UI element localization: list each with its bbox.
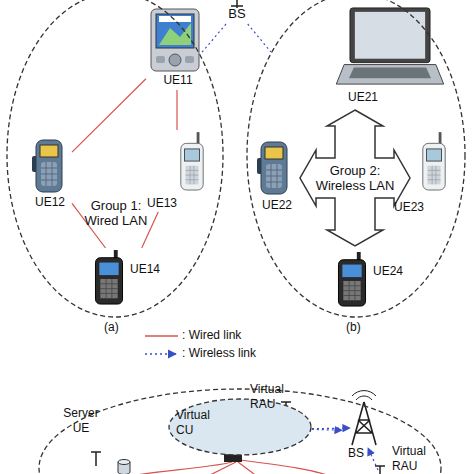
annotation-label: Virtual RAU xyxy=(392,444,442,474)
device-node: UE23 xyxy=(396,130,452,214)
ellipse-outline xyxy=(6,0,224,318)
wired-link xyxy=(176,90,177,130)
phone-icon xyxy=(32,140,62,192)
node-label: UE21 xyxy=(348,90,388,105)
wireless-link xyxy=(248,24,271,52)
node-label: UE11 xyxy=(150,73,206,88)
wired-link xyxy=(110,460,340,474)
wireless-link xyxy=(312,429,342,431)
phone-icon xyxy=(181,132,203,190)
group-label: Group 2: Wireless LAN xyxy=(305,163,405,193)
phone-icon xyxy=(257,142,287,194)
group-label: Virtual CU xyxy=(176,408,220,438)
rau-cylinder xyxy=(118,460,130,465)
device-node: UE11 xyxy=(146,6,208,90)
phone-icon xyxy=(95,250,122,304)
node-label: BS xyxy=(348,446,378,461)
device-node: UE22 xyxy=(254,138,302,214)
ellipse-border xyxy=(169,399,311,455)
group-label: Virtual RAU xyxy=(250,382,298,412)
group-ellipse: Group 1: Wired LAN UE11UE12 UE13UE14 xyxy=(6,0,224,318)
device-node: UE24 xyxy=(333,250,413,310)
node-label: UE12 xyxy=(28,195,72,210)
node-label: BS xyxy=(224,6,250,21)
device-node: UE14 xyxy=(90,248,166,308)
four-way-arrow xyxy=(300,110,410,246)
legend-text: : Wireless link xyxy=(182,346,272,361)
device-node: UE21 xyxy=(335,6,447,106)
pda-icon xyxy=(151,9,199,71)
laptop-icon xyxy=(336,8,443,84)
phone-icon xyxy=(338,252,365,306)
ellipse-outline xyxy=(246,0,466,318)
device-node: UE12 xyxy=(28,136,72,212)
legend-text: : Wired link xyxy=(182,328,272,343)
group-label: Server UE xyxy=(56,406,106,436)
annotation-label: (b) xyxy=(346,320,376,335)
node-label: UE24 xyxy=(373,264,409,279)
device-node: BS xyxy=(222,0,252,24)
wired-link xyxy=(72,79,146,152)
group-ellipse: Server UEVirtual CUVirtual RAUBS xyxy=(38,388,442,474)
node-label: UE23 xyxy=(394,200,428,215)
group-ellipse: Virtual CUVirtual RAU xyxy=(168,398,312,456)
device-node: UE13 xyxy=(146,130,208,212)
group-ellipse: Group 2: Wireless LAN UE21UE22 UE23UE24 xyxy=(246,0,466,318)
radio-waves xyxy=(352,391,376,400)
wireless-link xyxy=(201,24,226,54)
annotation-label: (a) xyxy=(104,320,134,335)
node-label: UE22 xyxy=(257,198,297,213)
device-node: BS xyxy=(342,400,386,462)
group-label: Group 1: Wired LAN xyxy=(74,198,158,228)
antenna-symbol xyxy=(375,466,385,474)
ellipse-border xyxy=(247,0,465,317)
node-label: UE14 xyxy=(130,262,166,277)
legend-sample xyxy=(145,335,178,336)
legend-sample xyxy=(145,353,176,354)
antenna-symbol xyxy=(91,452,101,466)
phone-icon xyxy=(423,132,445,190)
ellipse-border xyxy=(7,0,223,317)
node-label: UE13 xyxy=(147,196,181,211)
ellipse-border xyxy=(39,389,441,474)
